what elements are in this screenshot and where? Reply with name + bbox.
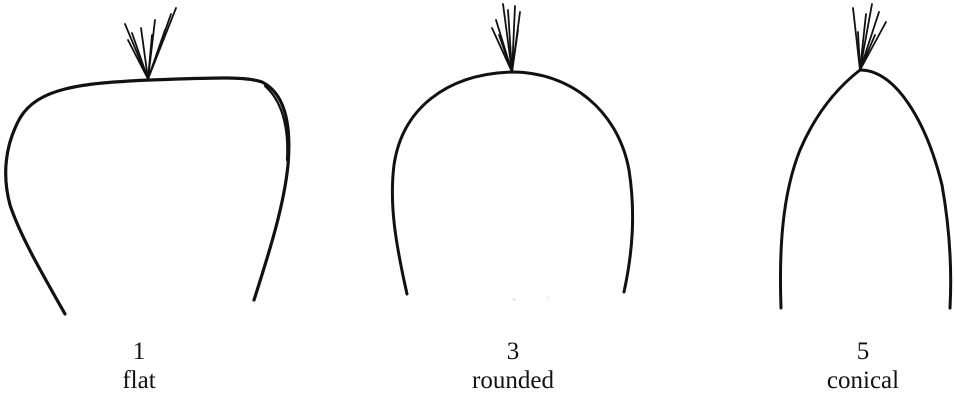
conical-root-outline — [780, 70, 950, 308]
rounded-score: 3 — [433, 337, 593, 366]
rounded-root-outline — [392, 72, 632, 294]
rounded-root-foliage — [492, 4, 520, 72]
rounded-label: 3 rounded — [433, 337, 593, 395]
conical-root-foliage — [853, 4, 886, 70]
conical-score: 5 — [783, 337, 943, 366]
rounded-root-shape — [392, 4, 632, 294]
flat-name: flat — [59, 366, 219, 395]
flat-root-foliage — [125, 8, 176, 79]
flat-root-outline — [6, 78, 289, 314]
conical-name: conical — [783, 366, 943, 395]
flat-score: 1 — [59, 337, 219, 366]
conical-root-shape — [780, 4, 950, 308]
conical-label: 5 conical — [783, 337, 943, 395]
flat-label: 1 flat — [59, 337, 219, 395]
flat-root-shape — [6, 8, 289, 314]
rounded-name: rounded — [433, 366, 593, 395]
